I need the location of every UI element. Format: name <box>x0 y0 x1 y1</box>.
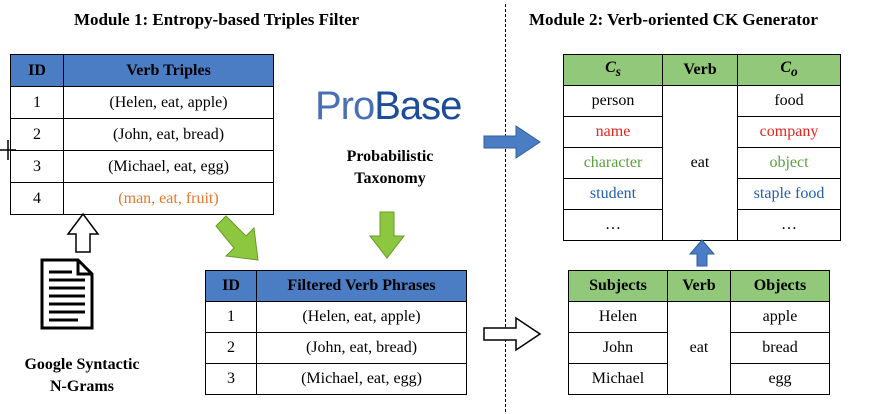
table-row: 3 (Michael, eat, egg) <box>10 150 274 183</box>
row-id: 1 <box>10 86 64 119</box>
co-cell: staple food <box>737 178 841 210</box>
module-divider <box>505 4 506 412</box>
co-header-text: C <box>780 59 791 77</box>
source-label-line1: Google Syntactic <box>24 356 140 373</box>
id-header: ID <box>205 270 257 302</box>
object-cell: egg <box>730 363 830 395</box>
cs-cell: character <box>563 147 663 179</box>
table-row: student staple food <box>563 178 841 210</box>
source-label-line2: N-Grams <box>50 378 114 395</box>
up-arrow-outline <box>66 212 100 253</box>
table-row: 2 (John, eat, bread) <box>205 332 467 364</box>
verb-header: Verb <box>662 54 738 86</box>
row-id: 4 <box>10 182 64 215</box>
cs-cell: name <box>563 116 663 148</box>
co-header: Co <box>737 54 841 86</box>
row-id: 3 <box>205 363 257 395</box>
green-diagonal-arrow <box>215 215 259 261</box>
green-down-arrow <box>368 211 406 259</box>
filtered-phrases-header: Filtered Verb Phrases <box>256 270 467 302</box>
filtered-phrases-table: ID Filtered Verb Phrases 1 (Helen, eat, … <box>205 270 467 395</box>
verb-cell: eat <box>667 301 731 395</box>
subject-cell: John <box>568 332 668 364</box>
row-phrase: (Michael, eat, egg) <box>256 363 467 395</box>
module2-title: Module 2: Verb-oriented CK Generator <box>529 10 818 29</box>
table-row: 3 (Michael, eat, egg) <box>205 363 467 395</box>
probase-caption: Probabilistic Taxonomy <box>310 146 470 190</box>
ck-table: Cs Verb Co person eat food name company … <box>563 54 841 241</box>
row-id: 2 <box>10 118 64 151</box>
cs-header-text: C <box>605 59 616 77</box>
co-cell: … <box>737 209 841 241</box>
document-icon <box>40 258 94 330</box>
table-row: Michael egg <box>568 363 830 395</box>
table-row: John bread <box>568 332 830 364</box>
google-ngrams-label: Google Syntactic N-Grams <box>8 354 156 398</box>
row-phrase: (John, eat, bread) <box>256 332 467 364</box>
row-phrase: (Helen, eat, apple) <box>256 301 467 333</box>
probase-caption-line1: Probabilistic <box>346 148 434 165</box>
row-triple: (man, eat, fruit) <box>63 182 274 215</box>
cs-header: Cs <box>563 54 663 86</box>
table-row: 4 (man, eat, fruit) <box>10 182 274 215</box>
table-row: … … <box>563 209 841 241</box>
co-header-sub: o <box>791 64 798 80</box>
id-header: ID <box>10 54 64 87</box>
row-triple: (Michael, eat, egg) <box>63 150 274 183</box>
row-id: 3 <box>10 150 64 183</box>
module1-title: Module 1: Entropy-based Triples Filter <box>74 10 360 29</box>
blue-right-arrow <box>483 125 541 159</box>
probase-logo-base: Base <box>374 84 462 128</box>
cs-cell: … <box>563 209 663 241</box>
subjects-objects-table: Subjects Verb Objects Helen eat apple Jo… <box>568 270 830 395</box>
verb-header: Verb <box>667 270 731 302</box>
crosshair-mark <box>0 140 16 160</box>
cs-header-sub: s <box>615 64 621 80</box>
probase-caption-line2: Taxonomy <box>354 170 426 187</box>
subject-cell: Michael <box>568 363 668 395</box>
blue-up-arrow <box>688 239 716 267</box>
table-row: 1 (Helen, eat, apple) <box>10 86 274 119</box>
row-triple: (Helen, eat, apple) <box>63 86 274 119</box>
table-row: 1 (Helen, eat, apple) <box>205 301 467 333</box>
verb-triples-table: ID Verb Triples 1 (Helen, eat, apple) 2 … <box>10 54 274 215</box>
probase-logo: ProBase <box>315 84 462 129</box>
table-row: Helen eat apple <box>568 301 830 395</box>
hollow-right-arrow <box>483 316 542 352</box>
probase-logo-pro: Pro <box>315 84 375 128</box>
